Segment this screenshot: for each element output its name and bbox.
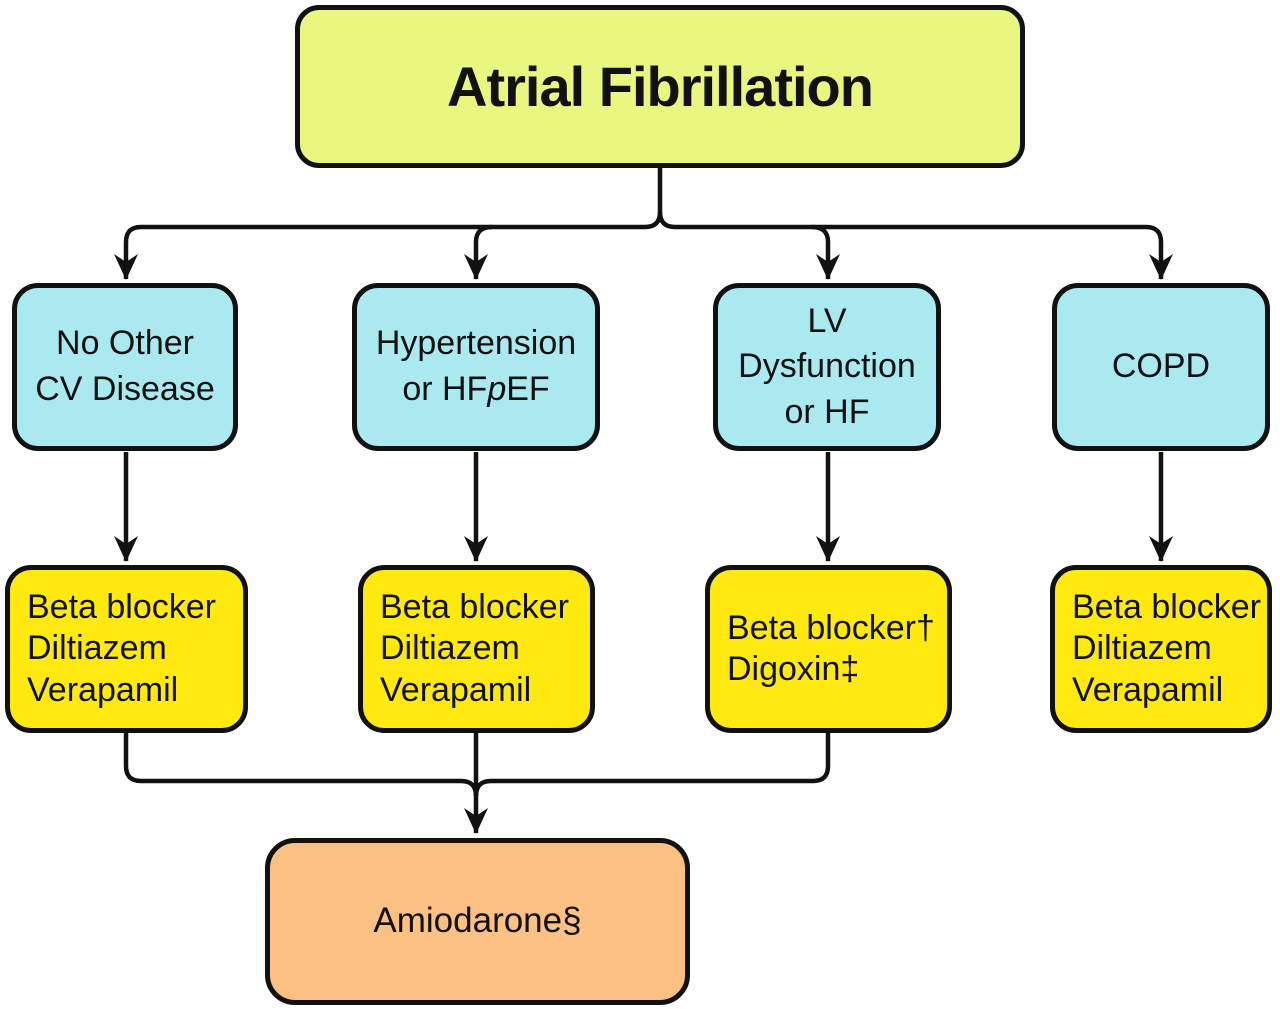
node-line: Diltiazem (27, 629, 167, 668)
node-line: Verapamil (1072, 670, 1224, 709)
node-line: Dysfunction (738, 347, 916, 386)
node-line: Verapamil (380, 670, 532, 709)
node-amiodarone: Amiodarone§ (265, 838, 690, 1005)
edge-root-to-copd (657, 211, 1173, 280)
node-line: Beta blocker (380, 587, 569, 626)
node-atrial-fibrillation: Atrial Fibrillation (295, 5, 1025, 168)
node-line: Hypertension (375, 324, 577, 363)
node-line: or HF (784, 392, 870, 431)
node-line-text: or HF (402, 370, 488, 408)
node-no-other-cv-disease: No Other CV Disease (12, 283, 238, 451)
node-copd: COPD (1052, 283, 1270, 451)
edge-root-to-no-other-cv (114, 168, 663, 280)
node-treatment-no-other-cv-disease: Beta blocker Diltiazem Verapamil (5, 565, 248, 733)
node-line: Diltiazem (1072, 629, 1212, 668)
node-line: LV (807, 301, 847, 340)
edge-root-to-lv-dysfunction (811, 224, 840, 280)
node-line: CV Disease (35, 370, 215, 408)
node-treatment-hypertension-hfpef: Beta blocker Diltiazem Verapamil (358, 565, 595, 733)
node-treatment-copd: Beta blocker Diltiazem Verapamil (1050, 565, 1272, 733)
node-line: Beta blocker (1072, 587, 1261, 626)
node-line: Beta blocker† (727, 608, 935, 647)
node-hypertension-hfpef: Hypertension or HFpEF (352, 283, 600, 451)
node-line-text: EF (506, 370, 550, 408)
edge-treatment3-to-merge (473, 733, 831, 797)
node-label: Atrial Fibrillation (447, 54, 874, 118)
node-treatment-lv-dysfunction-hf: Beta blocker† Digoxin‡ (705, 565, 952, 733)
node-line: Verapamil (27, 670, 179, 709)
edge-root-to-hypertension (464, 224, 493, 280)
node-label: Amiodarone§ (373, 901, 582, 941)
node-line: No Other (56, 324, 194, 363)
node-line: Digoxin‡ (727, 650, 860, 688)
node-line: COPD (1111, 347, 1211, 386)
node-lv-dysfunction-hf: LV Dysfunction or HF (713, 283, 941, 451)
node-line-italic-p: p (487, 370, 507, 408)
edge-treatment1-to-merge (123, 733, 479, 797)
node-line: or HFpEF (357, 367, 595, 413)
node-line: Diltiazem (380, 629, 520, 668)
node-line: Beta blocker (27, 587, 216, 626)
